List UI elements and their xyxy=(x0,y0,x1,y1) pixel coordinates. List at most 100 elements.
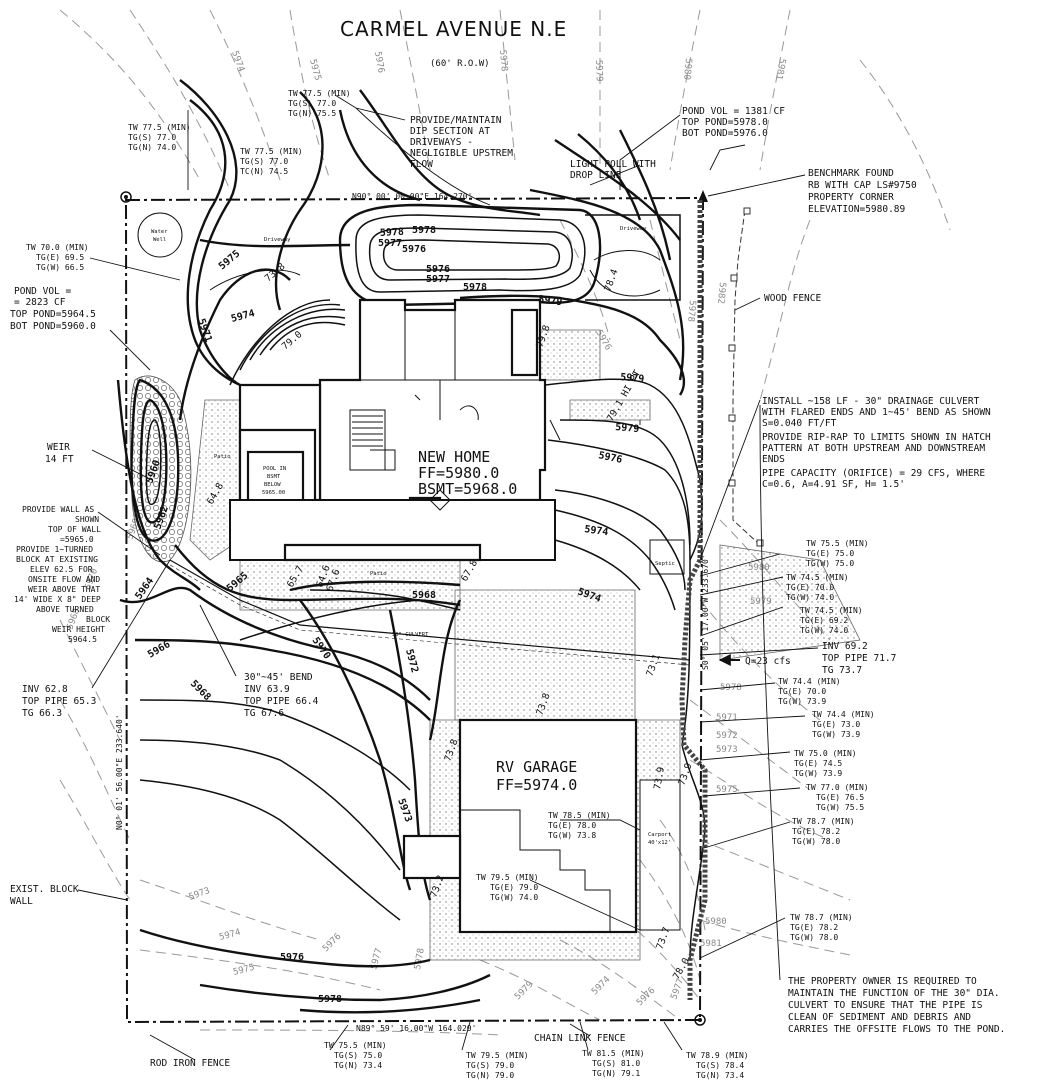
spot-elevation: 73.9 xyxy=(652,766,667,791)
existing-contour-label: 5975 xyxy=(307,58,322,82)
grade-tag-line: TW 74.4 (MIN) xyxy=(812,710,875,719)
contour-label: 5978 xyxy=(463,282,487,293)
note-line: PATTERN AT BOTH UPSTREAM AND DOWNSTREAM xyxy=(762,443,985,454)
note-line: INV 63.9 xyxy=(244,684,290,695)
grade-tag-line: TW 78.7 (MIN) xyxy=(790,913,853,922)
pool-label: BELOW xyxy=(264,482,281,488)
existing-contour-label: 5972 xyxy=(716,731,738,741)
grade-tag-line: TG(N) 79.1 xyxy=(592,1069,640,1078)
grade-tag-line: TG(W) 74.0 xyxy=(786,593,834,602)
water-well xyxy=(137,212,183,258)
grade-tag-line: TG(E) 74.5 xyxy=(794,759,842,768)
existing-contour-label: 5978 xyxy=(497,49,509,71)
property-corner-marker xyxy=(694,1014,706,1026)
street-name: CARMEL AVENUE N.E xyxy=(340,17,567,41)
note-line: TOP POND=5964.5 xyxy=(10,309,96,320)
note-line: 30"~45' BEND xyxy=(244,672,313,683)
note-pond-top: POND VOL = 1381 CF TOP POND=5978.0 BOT P… xyxy=(682,106,785,139)
note-pond-left: POND VOL = = 2823 CF TOP POND=5964.5 BOT… xyxy=(10,286,96,332)
grade-tag-line: TG(E) 69.5 xyxy=(36,253,84,262)
grade-tag-line: TW 74.5 (MIN) xyxy=(800,606,863,615)
existing-contour-label: 5976 xyxy=(635,986,657,1008)
note-inv-right: INV 69.2 TOP PIPE 71.7 TG 73.7 xyxy=(822,641,896,676)
existing-contours xyxy=(59,9,951,1036)
grade-tag-line: TG(N) 75.5 xyxy=(288,109,336,118)
benchmark-marker xyxy=(698,190,708,202)
note-line: 14' WIDE X 8" DEEP xyxy=(14,595,101,604)
grade-tag-r6: TW 75.0 (MIN) TG(E) 74.5 TG(W) 73.9 xyxy=(794,749,857,778)
note-line: CARRIES THE OFFSITE FLOWS TO THE POND. xyxy=(788,1024,1005,1035)
contour-label: 5976 xyxy=(280,952,304,963)
note-line: POND VOL = xyxy=(14,286,71,297)
grade-tag-line: TW 77.5 (MIN) xyxy=(240,147,303,156)
note-line: PROPERTY CORNER xyxy=(808,192,894,203)
existing-contour-label: 5979 xyxy=(593,60,604,82)
grade-tag-r8: TW 78.7 (MIN) TG(E) 78.2 TG(W) 78.0 xyxy=(792,817,855,846)
grade-tag-line: TG(W) 74.0 xyxy=(490,893,538,902)
note-block-wall: EXIST. BLOCK WALL xyxy=(10,884,79,907)
grade-tag-g2: TW 79.5 (MIN) TG(E) 79.0 TG(W) 74.0 xyxy=(476,873,539,902)
wood-fence-line xyxy=(732,209,761,546)
grade-tag-t4: TW 70.0 (MIN) TG(E) 69.5 TG(W) 66.5 xyxy=(26,243,89,272)
carport-label: 40'x12' xyxy=(648,840,671,846)
note-wood-fence: WOOD FENCE xyxy=(764,293,821,304)
note-culvert: INSTALL ~158 LF - 30" DRAINAGE CULVERT W… xyxy=(762,396,991,490)
note-line: FLOW xyxy=(410,159,433,170)
existing-contour-label: 5975 xyxy=(716,785,738,795)
grade-tag-line: TW 79.5 (MIN) xyxy=(466,1051,529,1060)
note-line: TOP POND=5978.0 xyxy=(682,117,768,128)
grade-tag-line: TG(E) 69.2 xyxy=(800,616,848,625)
patio-left-hatch xyxy=(189,399,241,561)
grade-tag-line: TG(E) 73.0 xyxy=(812,720,860,729)
west-driveway-curve xyxy=(209,269,301,291)
note-line: BLOCK xyxy=(86,615,110,624)
grade-tag-line: TG(E) 75.0 xyxy=(806,549,854,558)
grade-tag-r3: TW 74.5 (MIN) TG(E) 69.2 TG(W) 74.0 xyxy=(800,606,863,635)
contour-label: 5976 xyxy=(402,244,426,255)
grade-tag-line: TG(N) 73.4 xyxy=(696,1071,744,1080)
grade-tag-line: TW 77.0 (MIN) xyxy=(806,783,869,792)
existing-contour-label: 5978 xyxy=(720,683,742,693)
note-line: PROVIDE/MAINTAIN xyxy=(410,115,502,126)
water-well-label: Water xyxy=(151,229,168,235)
grade-tag-b1: TW 75.5 (MIN) TG(S) 75.0 TG(N) 73.4 xyxy=(324,1041,387,1070)
grade-tag-line: TG(S) 75.0 xyxy=(334,1051,382,1060)
bearing-north: N90° 00' 00.00"E 164.270' xyxy=(352,192,472,201)
water-well-label: Well xyxy=(153,237,166,243)
grade-tag-r1: TW 75.5 (MIN) TG(E) 75.0 TG(W) 75.0 xyxy=(806,539,869,568)
grade-tag-line: TW 75.5 (MIN) xyxy=(324,1041,387,1050)
grade-tag-line: TW 77.5 (MIN) xyxy=(128,123,191,132)
note-owner: THE PROPERTY OWNER IS REQUIRED TO MAINTA… xyxy=(788,976,1005,1035)
existing-contour-label: 5980 xyxy=(681,58,693,80)
contour-label: 5974 xyxy=(230,308,256,325)
grade-tag-r9: TW 78.7 (MIN) TG(E) 78.2 TG(W) 78.0 xyxy=(790,913,853,942)
spot-elevation: 79.0 xyxy=(280,329,305,352)
note-line: THE PROPERTY OWNER IS REQUIRED TO xyxy=(788,976,977,987)
rv-garage-label: RV GARAGE xyxy=(496,758,577,776)
note-line: TG 67.6 xyxy=(244,708,284,719)
note-line: =5965.0 xyxy=(60,535,94,544)
grade-tag-line: TW 75.0 (MIN) xyxy=(794,749,857,758)
note-line: 5964.5 xyxy=(68,635,97,644)
proposed-contours xyxy=(116,79,706,1014)
pool-label: BSMT xyxy=(267,474,281,480)
note-line: TOP PIPE 71.7 xyxy=(822,653,896,664)
property-boundary xyxy=(124,196,705,1024)
riprap-channel xyxy=(679,200,708,1000)
grade-tag-line: TG(S) 77.0 xyxy=(240,157,288,166)
contour-label: 5966 xyxy=(146,639,172,661)
note-line: WEIR HEIGHT xyxy=(52,625,105,634)
grade-tag-line: TW 74.4 (MIN) xyxy=(778,677,841,686)
septic-tank xyxy=(649,539,685,575)
note-line: = 2823 CF xyxy=(14,297,66,308)
grade-tag-line: TW 79.5 (MIN) xyxy=(476,873,539,882)
leader-lines xyxy=(77,94,819,1061)
grade-tag-t2: TW 77.5 (MIN) TG(S) 77.0 TG(N) 74.0 xyxy=(128,123,191,152)
contour-label: 5975 xyxy=(217,248,243,272)
note-line: DRIVEWAYS - xyxy=(410,137,473,148)
grade-tag-line: TG(N) 73.4 xyxy=(334,1061,382,1070)
bearing-south: N89° 59' 16.00"W 164.020' xyxy=(356,1024,476,1033)
flow-rate: Q=23 cfs xyxy=(745,656,791,667)
note-line: MAINTAIN THE FUNCTION OF THE 30" DIA. xyxy=(788,988,1000,999)
grade-tag-line: TG(N) 74.0 xyxy=(128,143,176,152)
